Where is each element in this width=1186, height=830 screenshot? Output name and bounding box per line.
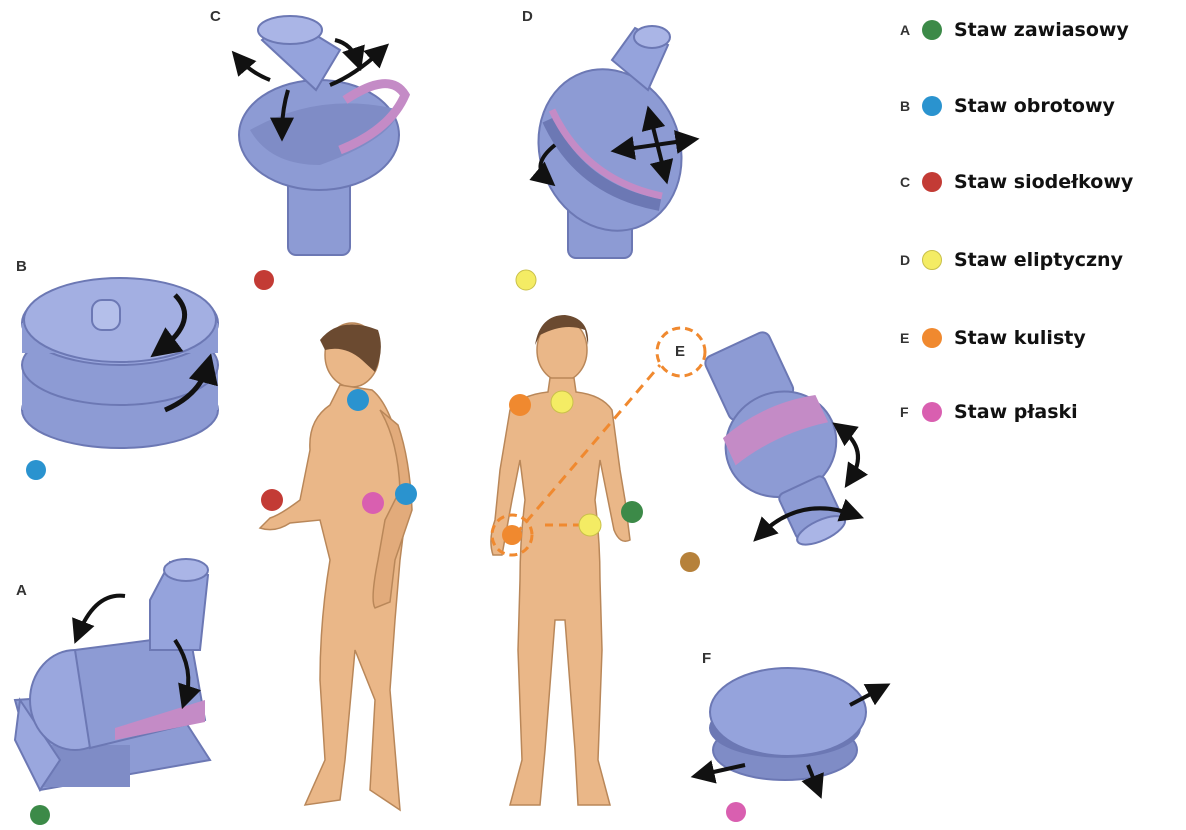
dot-c-saddle bbox=[254, 270, 274, 290]
panel-label-c: C bbox=[210, 8, 221, 25]
dot-front-wrist bbox=[579, 514, 601, 536]
legend-label: Staw kulisty bbox=[954, 327, 1086, 349]
legend-dot-yellow bbox=[922, 250, 942, 270]
legend-dot-blue bbox=[922, 96, 942, 116]
legend-label: Staw eliptyczny bbox=[954, 249, 1123, 271]
dot-front-shoulder bbox=[509, 394, 531, 416]
panel-label-d: D bbox=[522, 8, 533, 25]
ellipsoid-joint-d bbox=[516, 26, 704, 258]
panel-label-e: E bbox=[675, 343, 685, 360]
legend-letter: D bbox=[900, 252, 922, 268]
ball-joint-e bbox=[684, 321, 876, 563]
dot-front-elbow bbox=[621, 501, 643, 523]
dot-b-pivot bbox=[26, 460, 46, 480]
saddle-joint-c bbox=[238, 16, 405, 255]
dot-front-hip bbox=[502, 525, 522, 545]
panel-label-a: A bbox=[16, 582, 27, 599]
pivot-joint-b bbox=[22, 278, 218, 448]
legend-item-a: A Staw zawiasowy bbox=[900, 14, 1129, 46]
hinge-joint-a bbox=[15, 559, 210, 790]
legend-dot-green bbox=[922, 20, 942, 40]
dot-side-neck bbox=[347, 389, 369, 411]
human-figure-front bbox=[491, 315, 630, 805]
panel-label-f: F bbox=[702, 650, 711, 667]
legend-letter: F bbox=[900, 404, 922, 420]
dot-d-ellipsoid bbox=[516, 270, 536, 290]
human-figure-side bbox=[260, 323, 412, 810]
plane-joint-f bbox=[700, 668, 882, 790]
legend-dot-red bbox=[922, 172, 942, 192]
dot-front-neck bbox=[551, 391, 573, 413]
legend-item-e: E Staw kulisty bbox=[900, 322, 1086, 354]
legend-letter: C bbox=[900, 174, 922, 190]
legend-letter: E bbox=[900, 330, 922, 346]
legend-item-c: C Staw siodełkowy bbox=[900, 166, 1133, 198]
dot-side-wrist bbox=[261, 489, 283, 511]
legend-dot-pink bbox=[922, 402, 942, 422]
dot-extra-brown bbox=[680, 552, 700, 572]
legend-item-f: F Staw płaski bbox=[900, 396, 1078, 428]
dot-side-spine bbox=[362, 492, 384, 514]
legend-label: Staw siodełkowy bbox=[954, 171, 1133, 193]
legend-item-b: B Staw obrotowy bbox=[900, 90, 1115, 122]
legend-label: Staw zawiasowy bbox=[954, 19, 1129, 41]
panel-label-b: B bbox=[16, 258, 27, 275]
dot-f-plane bbox=[726, 802, 746, 822]
legend-label: Staw obrotowy bbox=[954, 95, 1115, 117]
legend-dot-orange bbox=[922, 328, 942, 348]
dot-side-elbow bbox=[395, 483, 417, 505]
legend-label: Staw płaski bbox=[954, 401, 1078, 423]
legend-letter: A bbox=[900, 22, 922, 38]
legend-item-d: D Staw eliptyczny bbox=[900, 244, 1123, 276]
dot-a-hinge bbox=[30, 805, 50, 825]
legend-letter: B bbox=[900, 98, 922, 114]
